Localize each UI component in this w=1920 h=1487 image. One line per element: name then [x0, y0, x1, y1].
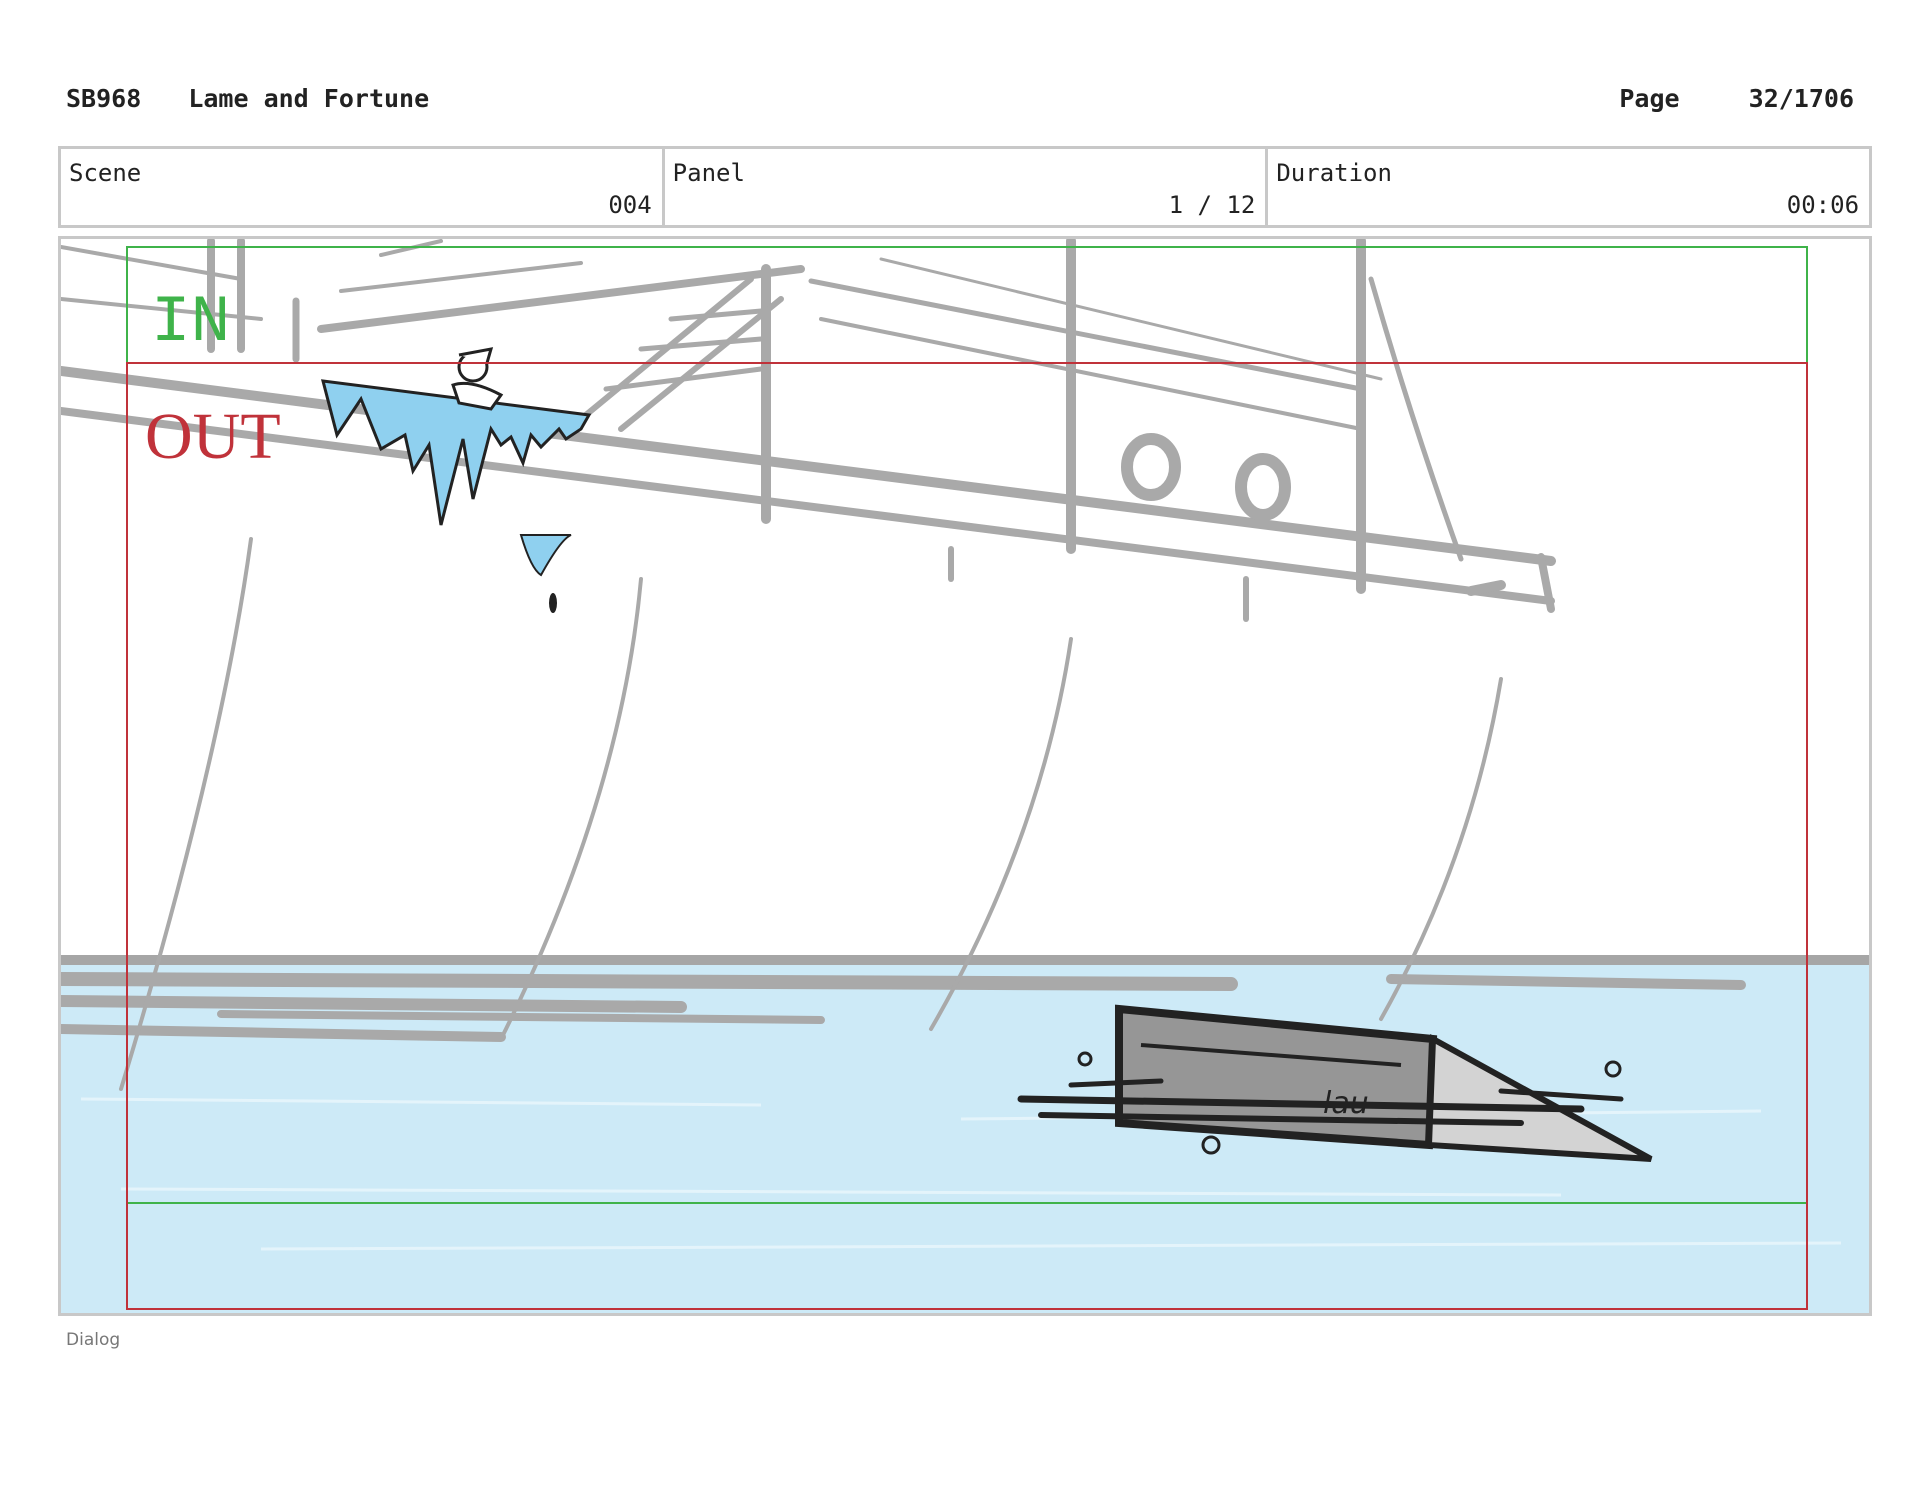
header-page-group: Page 32/1706: [1619, 84, 1854, 113]
storyboard-title: Lame and Fortune: [188, 84, 430, 113]
page-number: 32/1706: [1748, 84, 1854, 113]
in-guide-label: IN: [151, 285, 231, 360]
spilled-liquid: [320, 379, 592, 526]
character-sketch: [451, 347, 504, 411]
page-label: Page: [1619, 84, 1680, 113]
dialog-label: Dialog: [66, 1330, 121, 1350]
out-guide-label: OUT: [145, 400, 281, 473]
panel-info-table: Scene 004 Panel 1 / 12 Duration 00:06: [58, 146, 1872, 228]
panel-label: Panel: [672, 159, 745, 187]
page-header: SB968 Lame and Fortune Page 32/1706: [66, 84, 1854, 116]
header-title-group: SB968 Lame and Fortune: [66, 84, 429, 113]
liquid-drip: [519, 534, 572, 577]
scene-value: 004: [608, 191, 652, 219]
storyboard-code: SB968: [66, 84, 142, 113]
duration-cell: Duration 00:06: [1268, 149, 1869, 225]
scene-label: Scene: [69, 159, 142, 187]
duration-label: Duration: [1276, 159, 1392, 187]
scene-cell: Scene 004: [61, 149, 665, 225]
horizon-line: [61, 955, 1869, 965]
water-strokes: [61, 972, 1746, 1042]
panel-cell: Panel 1 / 12: [665, 149, 1269, 225]
crate-splash: [1017, 1051, 1624, 1155]
panel-value: 1 / 12: [1168, 191, 1256, 219]
storyboard-frame: lau IN OUT: [58, 236, 1872, 1316]
liquid-drop: [549, 593, 557, 613]
out-safe-area: [126, 362, 1808, 1310]
storyboard-sketch: lau: [61, 239, 1869, 1313]
ship-sketch: [61, 239, 1556, 1091]
duration-value: 00:06: [1786, 191, 1860, 219]
floating-crate: lau: [1115, 1004, 1653, 1162]
